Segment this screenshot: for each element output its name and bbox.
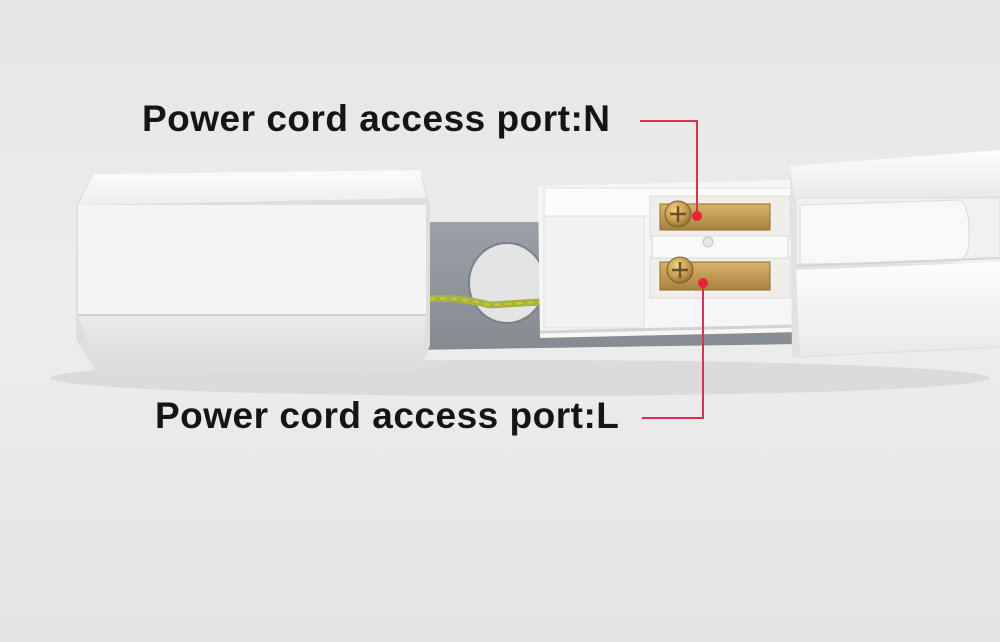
terminal-n (659, 200, 771, 231)
callout-dot-n (692, 211, 702, 221)
label-power-port-l: Power cord access port:L (155, 395, 620, 436)
label-power-port-n: Power cord access port:N (142, 98, 611, 139)
terminal-l (659, 256, 771, 291)
end-cap (76, 170, 430, 374)
track-rail (790, 150, 1000, 358)
callout-n (640, 120, 702, 221)
callout-dot-l (698, 278, 708, 288)
callout-l (642, 278, 708, 419)
plate-mounting-hole (468, 242, 546, 324)
